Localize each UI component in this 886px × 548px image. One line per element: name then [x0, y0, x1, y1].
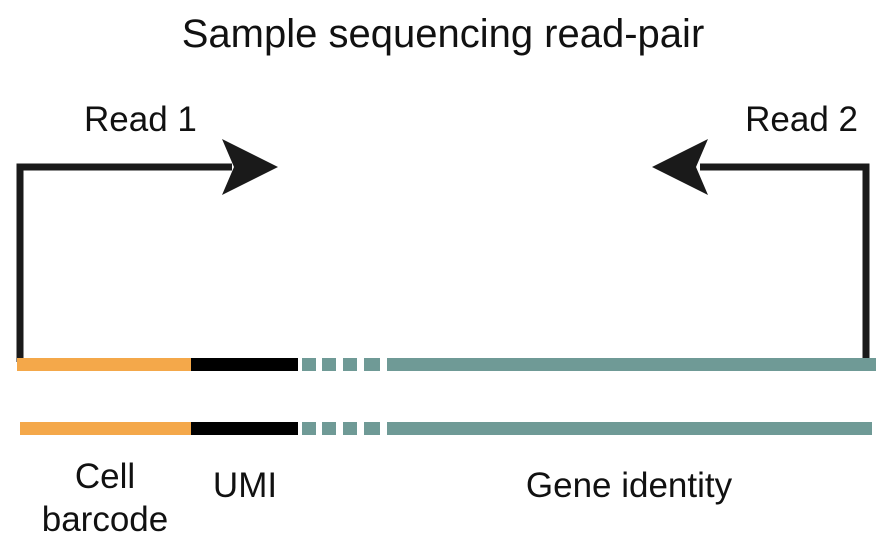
read-2-arrowhead	[652, 139, 708, 195]
bottom-strand	[20, 422, 872, 435]
bottom-dash-segment	[302, 422, 316, 435]
gene-identity-label: Gene identity	[525, 466, 733, 505]
top-cell-barcode-segment	[17, 358, 191, 371]
umi-label: UMI	[212, 466, 278, 505]
bottom-cell-barcode-segment	[20, 422, 191, 435]
bottom-gene-segment	[387, 422, 872, 435]
top-dash-segment	[322, 358, 336, 371]
top-gene-segment	[387, 358, 876, 371]
bottom-dash-segment	[322, 422, 336, 435]
cell-barcode-label: Cell barcode	[41, 457, 169, 539]
read-1-label: Read 1	[84, 100, 197, 139]
read-2-label: Read 2	[745, 100, 858, 139]
read-1-arrow-line	[16, 163, 232, 362]
read-2-arrow-line	[700, 163, 870, 362]
read-1-arrowhead	[222, 139, 278, 195]
bottom-dash-segment	[343, 422, 357, 435]
top-dash-segment	[343, 358, 357, 371]
bottom-dash-segment	[364, 422, 380, 435]
top-umi-segment	[191, 358, 298, 371]
bottom-umi-segment	[191, 422, 298, 435]
top-dash-segment	[302, 358, 316, 371]
top-dash-segment	[364, 358, 380, 371]
diagram-title: Sample sequencing read-pair	[181, 12, 705, 56]
top-strand	[17, 358, 876, 371]
